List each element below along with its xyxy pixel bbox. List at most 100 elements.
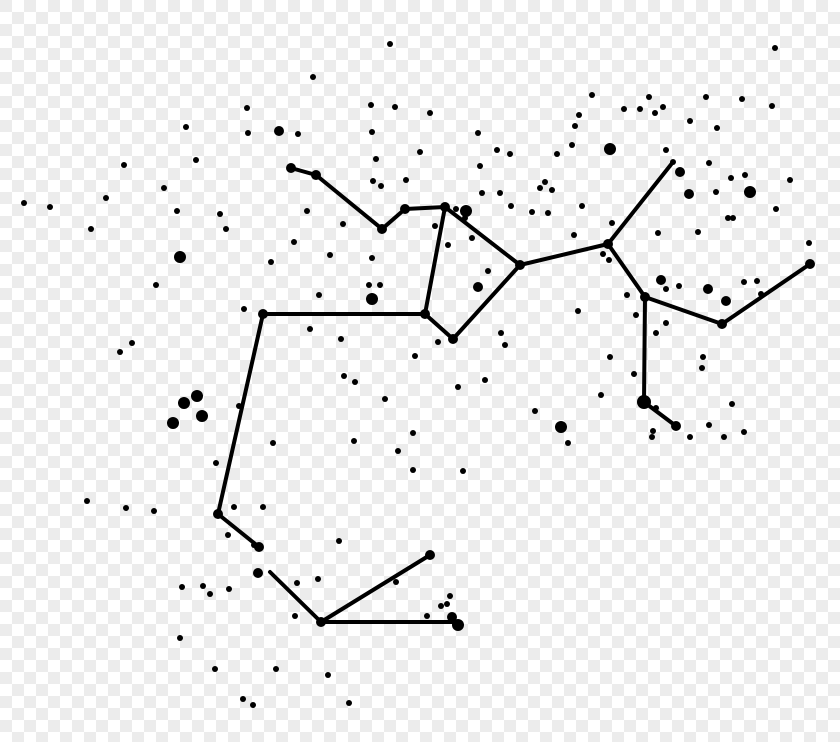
constellation-star bbox=[447, 612, 457, 622]
background-star bbox=[183, 124, 189, 130]
background-star bbox=[274, 126, 284, 136]
background-star bbox=[555, 421, 567, 433]
background-star bbox=[460, 205, 472, 217]
background-star bbox=[498, 330, 504, 336]
background-star bbox=[663, 147, 669, 153]
background-star bbox=[655, 230, 661, 236]
background-star bbox=[477, 163, 483, 169]
background-star bbox=[606, 257, 612, 263]
constellation-star bbox=[448, 334, 458, 344]
background-star bbox=[340, 221, 346, 227]
background-star bbox=[424, 613, 430, 619]
background-star bbox=[435, 339, 441, 345]
background-star bbox=[721, 434, 727, 440]
background-star bbox=[653, 405, 659, 411]
background-star bbox=[469, 235, 475, 241]
background-star bbox=[307, 326, 313, 332]
background-star bbox=[631, 371, 637, 377]
constellation-star bbox=[637, 395, 651, 409]
background-star bbox=[598, 392, 604, 398]
background-star bbox=[600, 251, 606, 257]
constellation-line bbox=[289, 160, 675, 267]
background-star bbox=[529, 209, 535, 215]
background-star bbox=[240, 696, 246, 702]
background-star bbox=[633, 312, 639, 318]
background-star bbox=[260, 504, 266, 510]
background-star bbox=[341, 373, 347, 379]
background-star bbox=[741, 429, 747, 435]
background-star bbox=[482, 377, 488, 383]
background-star bbox=[769, 103, 775, 109]
background-star bbox=[542, 179, 548, 185]
constellation-line bbox=[606, 242, 812, 326]
constellation-star bbox=[213, 509, 223, 519]
background-star bbox=[575, 308, 581, 314]
background-star bbox=[703, 284, 713, 294]
background-star bbox=[572, 123, 578, 129]
background-star bbox=[412, 353, 418, 359]
constellation-star bbox=[515, 260, 525, 270]
background-star bbox=[292, 613, 298, 619]
background-star bbox=[368, 102, 374, 108]
background-star bbox=[650, 428, 656, 434]
constellation-star bbox=[425, 550, 435, 560]
background-star bbox=[392, 104, 398, 110]
background-star bbox=[338, 336, 344, 342]
background-star bbox=[295, 131, 301, 137]
background-star bbox=[231, 504, 237, 510]
background-star bbox=[336, 538, 342, 544]
background-star bbox=[369, 255, 375, 261]
constellation-line bbox=[423, 205, 522, 341]
background-star bbox=[121, 162, 127, 168]
background-star bbox=[447, 593, 453, 599]
background-star bbox=[291, 239, 297, 245]
background-star bbox=[196, 410, 208, 422]
background-star bbox=[395, 448, 401, 454]
background-star bbox=[432, 223, 438, 229]
background-star bbox=[554, 151, 560, 157]
background-star bbox=[84, 498, 90, 504]
background-star bbox=[787, 177, 793, 183]
background-star bbox=[549, 187, 555, 193]
background-star bbox=[706, 160, 712, 166]
background-star bbox=[315, 576, 321, 582]
constellation-star bbox=[311, 170, 321, 180]
constellation-star bbox=[258, 309, 268, 319]
background-star bbox=[699, 365, 705, 371]
background-star bbox=[245, 130, 251, 136]
background-star bbox=[129, 340, 135, 346]
background-star bbox=[604, 143, 616, 155]
background-star bbox=[366, 293, 378, 305]
background-star bbox=[579, 203, 585, 209]
background-star bbox=[497, 190, 503, 196]
background-star bbox=[687, 434, 693, 440]
background-star bbox=[607, 354, 613, 360]
background-star bbox=[310, 74, 316, 80]
background-star bbox=[545, 210, 551, 216]
background-star bbox=[589, 92, 595, 98]
background-star bbox=[174, 251, 186, 263]
background-star bbox=[21, 200, 27, 206]
background-star bbox=[351, 438, 357, 444]
background-star bbox=[485, 268, 491, 274]
constellation-star bbox=[420, 309, 430, 319]
background-star bbox=[652, 110, 658, 116]
background-star bbox=[730, 215, 736, 221]
background-star bbox=[352, 379, 358, 385]
background-star bbox=[571, 232, 577, 238]
background-star bbox=[444, 601, 450, 607]
background-star bbox=[656, 275, 666, 285]
background-star bbox=[382, 396, 388, 402]
background-star bbox=[624, 292, 630, 298]
background-star bbox=[213, 460, 219, 466]
background-star bbox=[177, 635, 183, 641]
background-star bbox=[327, 252, 333, 258]
background-star bbox=[123, 505, 129, 511]
background-star bbox=[316, 292, 322, 298]
background-star bbox=[179, 584, 185, 590]
background-star bbox=[453, 206, 459, 212]
background-star bbox=[325, 672, 331, 678]
background-star bbox=[161, 185, 167, 191]
